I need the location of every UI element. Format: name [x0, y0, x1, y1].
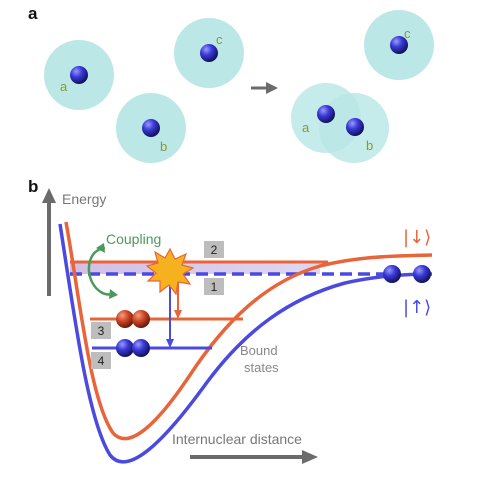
reaction-arrow: [251, 82, 278, 94]
atom-a-after-nucleus: [317, 105, 335, 123]
molecule-blue-bound: [116, 339, 150, 357]
coupling-band: [70, 262, 320, 274]
state-number-3: 3: [98, 324, 105, 338]
atom-a-nucleus: [70, 66, 88, 84]
atom-a-label: a: [60, 79, 68, 94]
orange-potential-curve: [64, 221, 433, 441]
atom-b: b: [116, 93, 186, 163]
blue-transition-arrow: [166, 280, 174, 348]
atom-c-nucleus: [200, 44, 218, 62]
energy-axis: [42, 188, 56, 296]
state-number-1: 1: [211, 280, 218, 294]
bound-states-label-line2: states: [244, 360, 279, 375]
atom-b-nucleus: [142, 119, 160, 137]
distance-axis: [190, 450, 318, 464]
spin-up-label: |↑⟩: [403, 297, 431, 318]
atom-c-label: c: [216, 32, 223, 47]
state-number-2: 2: [211, 243, 218, 257]
coupling-label: Coupling: [106, 231, 161, 247]
atom-b-label: b: [160, 139, 167, 154]
atom-c-after-label: c: [404, 26, 411, 41]
spin-down-label: |↓⟩: [403, 227, 431, 248]
separated-atoms: [383, 265, 431, 283]
starburst-icon: [145, 247, 195, 296]
energy-axis-label: Energy: [62, 191, 106, 207]
panel-b-label: b: [28, 177, 38, 196]
state-box-2: 2: [204, 241, 224, 258]
atom-b-after-nucleus: [346, 118, 364, 136]
state-box-4: 4: [91, 352, 111, 369]
molecule-ab: a b: [291, 83, 389, 163]
atom-a: a: [44, 40, 114, 110]
blue-potential-curve: [58, 223, 433, 464]
bound-states-label-line1: Bound: [240, 343, 278, 358]
atom-c-after-nucleus: [390, 36, 408, 54]
distance-axis-label: Internuclear distance: [172, 431, 302, 447]
state-number-4: 4: [98, 354, 105, 368]
atom-a-after-label: a: [302, 120, 310, 135]
molecule-red-bound: [116, 310, 150, 328]
atom-c-after: c: [364, 10, 434, 80]
atom-b-after-label: b: [366, 138, 373, 153]
coupling-loop-icon: [87, 243, 118, 299]
panel-a-label: a: [28, 4, 38, 23]
atom-c: c: [174, 18, 244, 88]
state-box-3: 3: [91, 322, 111, 339]
state-box-1: 1: [204, 278, 224, 295]
